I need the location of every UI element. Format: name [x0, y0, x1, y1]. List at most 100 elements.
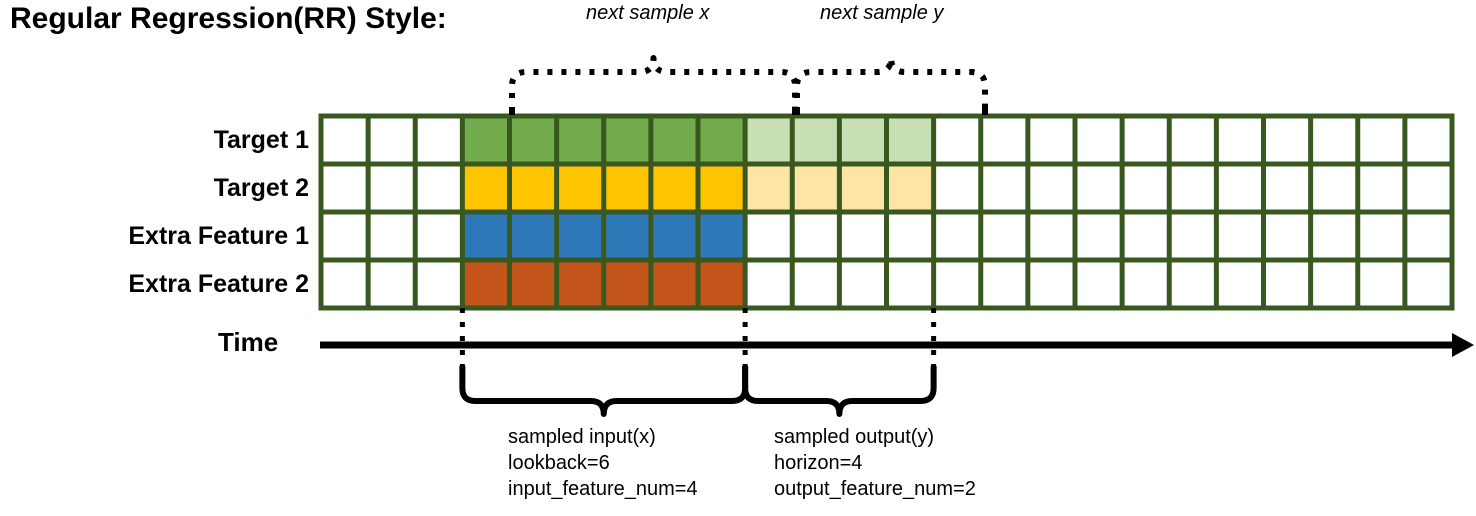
grid-cell [650, 212, 699, 260]
annotation-next-sample-y: next sample y [820, 2, 944, 24]
grid-cell [1357, 164, 1405, 212]
grid-cell [1122, 212, 1170, 260]
grid-cell [839, 164, 887, 212]
grid-cell [1310, 260, 1358, 308]
grid-cell [556, 260, 604, 308]
grid-cell [933, 260, 981, 308]
grid-cell [886, 116, 934, 164]
grid-cell [556, 116, 604, 164]
grid-cell [321, 260, 369, 308]
grid-cell [1027, 260, 1076, 308]
grid-cell [698, 260, 746, 308]
brace-next-sample-x [509, 55, 798, 112]
annotation-sampled-output-line2: horizon=4 [774, 452, 863, 474]
grid-cell [698, 164, 746, 212]
grid-cell [1404, 164, 1453, 212]
grid-cell [650, 260, 699, 308]
grid-cell [1263, 212, 1311, 260]
annotation-sampled-input-line3: input_feature_num=4 [508, 478, 698, 500]
annotation-sampled-input: sampled input(x) lookback=6 input_featur… [508, 424, 698, 502]
brace-anchor-tick [982, 108, 988, 115]
grid-cell [1404, 212, 1453, 260]
time-axis-label: Time [218, 327, 279, 357]
grid-cell [886, 260, 934, 308]
grid-cell [980, 116, 1028, 164]
grid-cell [933, 116, 981, 164]
page-title: Regular Regression(RR) Style: [10, 2, 447, 35]
brace-sampled-input [459, 366, 749, 417]
grid-cell [321, 116, 369, 164]
grid-cell [1075, 260, 1123, 308]
grid-cell [1027, 164, 1076, 212]
grid-cell [1310, 212, 1358, 260]
brace-sampled-output [742, 366, 937, 417]
grid-cell [603, 212, 651, 260]
grid-cell [1404, 116, 1453, 164]
grid-cell [603, 164, 651, 212]
grid-cell [1310, 164, 1358, 212]
grid-cell [509, 164, 557, 212]
grid-cell [368, 260, 416, 308]
grid-cell [792, 260, 840, 308]
grid-cell [1075, 164, 1123, 212]
row-label-target-2: Target 2 [213, 174, 309, 202]
grid-cell [603, 116, 651, 164]
grid-cell [792, 212, 840, 260]
grid-cell [745, 260, 793, 308]
grid-cell [1075, 212, 1123, 260]
grid-cell [1357, 260, 1405, 308]
grid-cell [509, 212, 557, 260]
row-label-extra-feature-2: Extra Feature 2 [128, 270, 309, 298]
dotted-guides [459, 308, 937, 372]
grid-cell [321, 212, 369, 260]
time-axis-arrowhead [1452, 333, 1474, 357]
grid-cell [1122, 116, 1170, 164]
grid-cell [1075, 116, 1123, 164]
grid-cell [792, 164, 840, 212]
brace-next-sample-y [794, 55, 988, 112]
grid-cell [1169, 212, 1217, 260]
grid-cell [462, 116, 510, 164]
grid-cell [556, 164, 604, 212]
grid-cell [1216, 212, 1264, 260]
grid-cell [745, 212, 793, 260]
grid-lines [318, 113, 1455, 311]
grid-cell [1263, 116, 1311, 164]
grid-cell [415, 164, 463, 212]
grid-cells [321, 116, 1453, 308]
grid-cell [415, 260, 463, 308]
annotation-sampled-input-line2: lookback=6 [508, 452, 610, 474]
grid-cell [933, 212, 981, 260]
annotation-sampled-output: sampled output(y) horizon=4 output_featu… [774, 424, 976, 502]
grid-cell [792, 116, 840, 164]
annotation-next-sample-x: next sample x [586, 2, 710, 24]
grid-cell [980, 260, 1028, 308]
grid-cell [839, 116, 887, 164]
grid-cell [1404, 260, 1453, 308]
grid-cell [321, 164, 369, 212]
grid-cell [1263, 260, 1311, 308]
grid-cell [509, 116, 557, 164]
grid-cell [603, 260, 651, 308]
grid-cell [556, 212, 604, 260]
grid-cell [1122, 164, 1170, 212]
grid-cell [886, 212, 934, 260]
grid-cell [1310, 116, 1358, 164]
row-label-extra-feature-1: Extra Feature 1 [128, 222, 309, 250]
grid-cell [1027, 116, 1076, 164]
grid-cell [368, 116, 416, 164]
grid-cell [1216, 260, 1264, 308]
grid-cell [933, 164, 981, 212]
grid-cell [886, 164, 934, 212]
row-label-target-1: Target 1 [213, 126, 309, 154]
grid-cell [1357, 116, 1405, 164]
brace-anchor-tick [794, 108, 800, 115]
annotation-sampled-input-line1: sampled input(x) [508, 426, 656, 448]
annotation-sampled-output-line1: sampled output(y) [774, 426, 935, 448]
grid-cell [1122, 260, 1170, 308]
grid-cell [1027, 212, 1076, 260]
grid-cell [1169, 116, 1217, 164]
grid-cell [650, 116, 699, 164]
grid-cell [698, 116, 746, 164]
